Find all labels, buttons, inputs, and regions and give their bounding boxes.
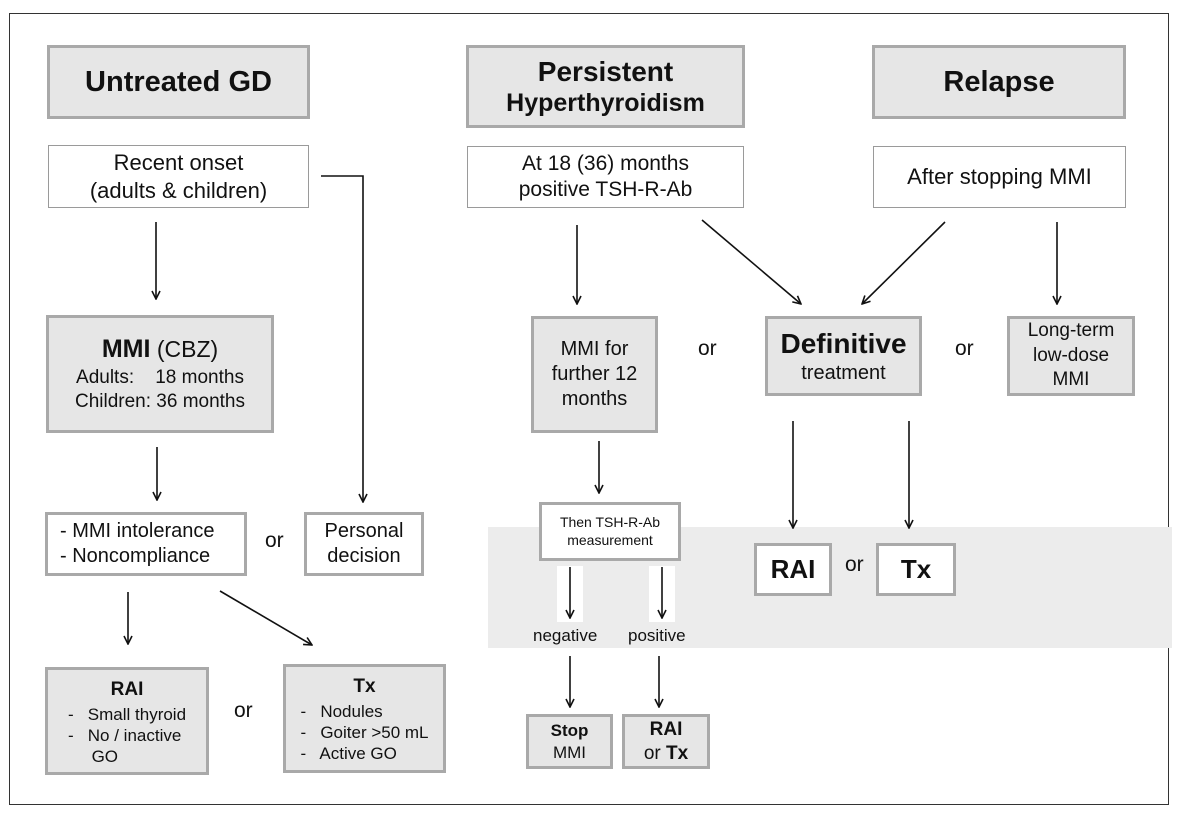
- long-term-line2: low-dose: [1032, 344, 1110, 366]
- recent-onset-line2: (adults & children): [89, 177, 268, 203]
- stop-mmi-box: Stop MMI: [526, 714, 613, 769]
- tx-criteria-list: - Nodules - Goiter >50 mL - Active GO: [300, 701, 428, 765]
- negative-label: negative: [533, 626, 598, 645]
- recent-onset-box: Recent onset (adults & children): [48, 145, 309, 208]
- mmi-further-line1: MMI for: [560, 338, 629, 360]
- tx-final-label: Tx: [900, 554, 932, 585]
- or-label-definitive-longterm: or: [955, 337, 974, 360]
- long-term-line1: Long-term: [1027, 319, 1115, 341]
- then-tsh-box: Then TSH-R-Ab measurement: [539, 502, 681, 561]
- tx-final-box: Tx: [876, 543, 956, 596]
- header-untreated-gd: Untreated GD: [47, 45, 310, 119]
- rai-or-tx-line2: or Tx: [644, 742, 688, 766]
- intolerance-line1: - MMI intolerance: [60, 520, 215, 542]
- positive-label: positive: [628, 626, 686, 645]
- intolerance-box: - MMI intolerance - Noncompliance: [45, 512, 247, 576]
- recent-onset-line1: Recent onset: [113, 150, 244, 175]
- rai-criteria-box: RAI - Small thyroid - No / inactive GO: [45, 667, 209, 775]
- mmi-cbz-label: (CBZ): [150, 336, 219, 363]
- or-label-intolerance: or: [265, 529, 284, 552]
- tx-criteria-item: - Goiter >50 mL: [300, 723, 429, 742]
- personal-decision-box: Personal decision: [304, 512, 424, 576]
- rai-or-tx-or: or: [643, 742, 666, 764]
- definitive-treatment-box: Definitive treatment: [765, 316, 922, 396]
- after-stopping-label: After stopping MMI: [907, 164, 1092, 190]
- at-18-months-line1: At 18 (36) months: [522, 151, 689, 175]
- rai-final-label: RAI: [770, 554, 816, 585]
- intolerance-line2: - Noncompliance: [60, 545, 211, 567]
- header-untreated-gd-label: Untreated GD: [85, 65, 272, 98]
- rai-criteria-item: - Small thyroid: [67, 704, 187, 724]
- rai-criteria-title: RAI: [110, 679, 144, 700]
- arrow-onset-to-personal: [321, 175, 363, 502]
- after-stopping-box: After stopping MMI: [873, 146, 1126, 208]
- long-term-line3: MMI: [1052, 369, 1090, 391]
- mmi-further-line3: months: [561, 388, 628, 410]
- tx-criteria-box: Tx - Nodules - Goiter >50 mL - Active GO: [283, 664, 446, 773]
- header-relapse-label: Relapse: [943, 65, 1055, 98]
- arrow-intolerance-to-tx: [219, 590, 312, 645]
- mmi-bold-label: MMI: [101, 335, 151, 364]
- rai-or-tx-box: RAI or Tx: [622, 714, 710, 769]
- header-persistent-line2: Hyperthyroidism: [506, 89, 705, 118]
- then-tsh-line2: measurement: [567, 531, 653, 548]
- rai-or-tx-tx: Tx: [666, 742, 689, 764]
- personal-decision-line1: Personal: [324, 520, 404, 542]
- mmi-further-line2: further 12: [551, 363, 638, 385]
- mmi-cbz-box: MMI (CBZ) Adults: 18 months Children: 36…: [46, 315, 274, 433]
- tx-criteria-title: Tx: [353, 676, 376, 697]
- at-18-months-box: At 18 (36) months positive TSH-R-Ab: [467, 146, 744, 208]
- mmi-adults-line: Adults: 18 months: [76, 366, 244, 388]
- rai-criteria-item: - No / inactive: [67, 726, 182, 745]
- stop-mmi-line2: MMI: [552, 742, 587, 762]
- rai-criteria-list: - Small thyroid - No / inactive GO: [68, 704, 186, 768]
- rai-criteria-item: GO: [67, 747, 119, 767]
- at-18-months-line2: positive TSH-R-Ab: [518, 178, 693, 201]
- mmi-cbz-title: MMI (CBZ): [102, 333, 218, 366]
- definitive-line1: Definitive: [780, 328, 907, 359]
- definitive-line2: treatment: [801, 362, 886, 384]
- mmi-further-box: MMI for further 12 months: [531, 316, 658, 433]
- tx-criteria-item: - Nodules: [300, 701, 383, 721]
- or-label-rai-tx: or: [234, 699, 253, 722]
- header-relapse: Relapse: [872, 45, 1126, 119]
- then-tsh-line1: Then TSH-R-Ab: [559, 514, 661, 530]
- arrow-after-to-definitive: [862, 221, 946, 304]
- long-term-mmi-box: Long-term low-dose MMI: [1007, 316, 1135, 396]
- tx-criteria-item: - Active GO: [300, 744, 397, 764]
- or-label-mmi-definitive: or: [698, 337, 717, 360]
- mmi-children-line: Children: 36 months: [74, 391, 246, 413]
- stop-mmi-line1: Stop: [550, 721, 589, 741]
- rai-or-tx-line1: RAI: [649, 718, 683, 740]
- arrow-at18-to-definitive: [701, 219, 801, 304]
- personal-decision-line2: decision: [327, 545, 401, 567]
- header-persistent-hyperthyroidism: Persistent Hyperthyroidism: [466, 45, 745, 128]
- or-label-rai-tx-final: or: [845, 553, 864, 576]
- header-persistent-line1: Persistent: [537, 55, 674, 87]
- rai-final-box: RAI: [754, 543, 832, 596]
